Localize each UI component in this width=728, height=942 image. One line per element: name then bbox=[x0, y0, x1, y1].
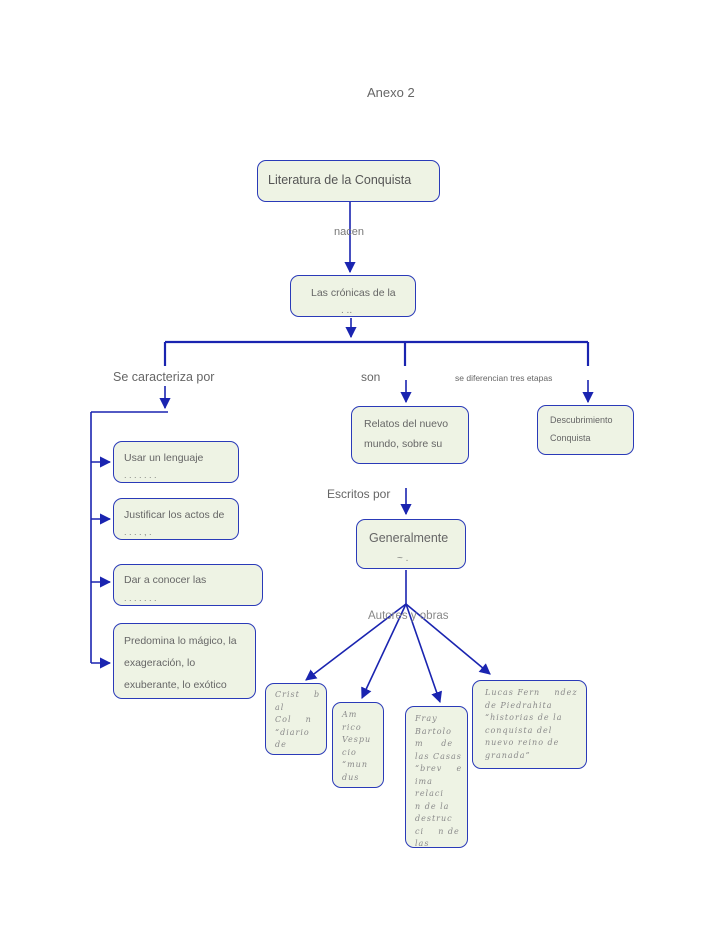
root-label: Literatura de la Conquista bbox=[268, 173, 412, 187]
feature-box-3: Dar a conocer las . . . . . . . bbox=[113, 564, 263, 606]
feature-box-1: Usar un lenguaje . . . . . . . bbox=[113, 441, 239, 483]
feature-4-line1: Predomina lo mágico, la bbox=[124, 635, 237, 647]
author-box-3: Fray Bartolo m de las Casas “brev e ima … bbox=[405, 706, 468, 848]
author-box-4: Lucas Fern ndez de Piedrahita “historias… bbox=[472, 680, 587, 769]
cronicas-line1: Las crónicas de la bbox=[311, 287, 396, 299]
etapas-line1: Descubrimiento bbox=[550, 415, 613, 425]
cronicas-node: Las crónicas de la . .. bbox=[290, 275, 416, 317]
relatos-line2: mundo, sobre su bbox=[364, 438, 443, 450]
author-box-2: Am rico Vespu cio “mun dus bbox=[332, 702, 384, 788]
link-autores: Autores y obras bbox=[368, 610, 449, 622]
feature-2-line1: Justificar los actos de bbox=[124, 509, 225, 521]
feature-box-2: Justificar los actos de . . . . , . bbox=[113, 498, 239, 540]
page-title: Anexo 2 bbox=[367, 85, 415, 100]
feature-4-line3: exuberante, lo exótico bbox=[124, 679, 227, 691]
link-nacen: nacen bbox=[334, 226, 364, 238]
feature-3-line1: Dar a conocer las bbox=[124, 574, 207, 586]
arrow-author-2 bbox=[361, 603, 407, 700]
author-4-text: Lucas Fern ndez de Piedrahita “historias… bbox=[485, 688, 578, 760]
arrow-author-1 bbox=[305, 603, 407, 681]
link-escritos: Escritos por bbox=[327, 487, 391, 501]
root-node: Literatura de la Conquista bbox=[257, 160, 440, 202]
feature-1-line1: Usar un lenguaje bbox=[124, 452, 204, 464]
relatos-node: Relatos del nuevo mundo, sobre su bbox=[351, 406, 469, 464]
etapas-line2: Conquista bbox=[550, 433, 591, 443]
generalmente-line2: ~ . bbox=[397, 553, 409, 564]
author-box-1: Crist b al Col n “diario de bbox=[265, 683, 327, 755]
author-3-text: Fray Bartolo m de las Casas “brev e ima … bbox=[415, 714, 463, 848]
link-caracteriza: Se caracteriza por bbox=[113, 370, 215, 384]
generalmente-line1: Generalmente bbox=[369, 531, 449, 545]
feature-2-line2: . . . . , . bbox=[124, 527, 152, 537]
feature-4-line2: exageración, lo bbox=[124, 657, 196, 669]
etapas-node: Descubrimiento Conquista bbox=[537, 405, 634, 455]
feature-1-line2: . . . . . . . bbox=[124, 470, 157, 480]
relatos-line1: Relatos del nuevo bbox=[364, 418, 449, 430]
arrow-author-3 bbox=[405, 603, 442, 704]
author-2-text: Am rico Vespu cio “mun dus bbox=[342, 710, 372, 782]
link-etapas: se diferencian tres etapas bbox=[455, 373, 553, 383]
arrow-author-4 bbox=[405, 603, 491, 675]
cronicas-line2: . .. bbox=[341, 305, 353, 316]
feature-3-line2: . . . . . . . bbox=[124, 593, 157, 603]
link-son: son bbox=[361, 370, 381, 384]
author-1-text: Crist b al Col n “diario de bbox=[275, 690, 321, 749]
feature-box-4: Predomina lo mágico, la exageración, lo … bbox=[113, 623, 256, 699]
generalmente-node: Generalmente ~ . bbox=[356, 519, 466, 569]
